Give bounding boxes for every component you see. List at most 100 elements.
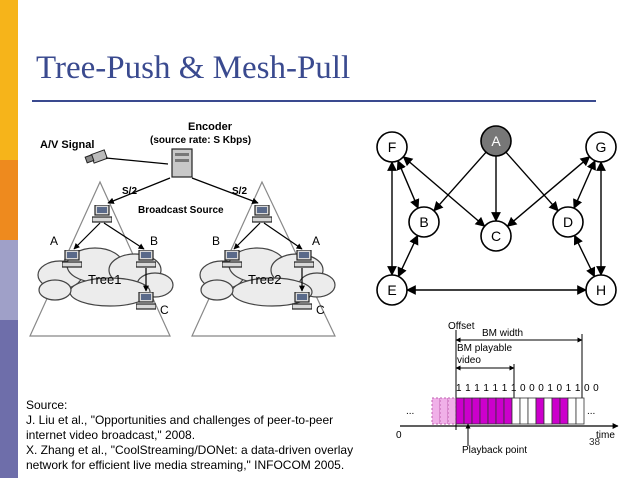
stream-arrow-right: [191, 177, 259, 204]
mesh-node-e: [376, 274, 408, 306]
mesh-node-g: [585, 131, 617, 163]
ellipsis-left: ...: [406, 406, 414, 417]
buffer-cell-filled: [479, 397, 489, 425]
tree2-name: Tree2: [248, 272, 281, 287]
mesh-node-label: C: [491, 228, 501, 244]
tree1-node-b-pc-icon: [136, 250, 156, 268]
mesh-node-label: H: [596, 282, 606, 298]
av-signal-label: A/V Signal: [40, 139, 94, 151]
tree1-root-pc-icon: [92, 205, 112, 223]
sidebar-segment: [0, 240, 18, 320]
mesh-node-a: [480, 125, 512, 157]
mesh-edges: [387, 151, 606, 295]
buffer-cell-empty: [527, 397, 537, 425]
mesh-node-c: [480, 220, 512, 252]
tree-push-diagram: Encoder (source rate: S Kbps) A/V Signal: [29, 121, 336, 337]
tree2-node-c-pc-icon: [292, 292, 312, 310]
slide-title: Tree-Push & Mesh-Pull: [36, 50, 351, 86]
buffered-cell: [439, 397, 449, 425]
tree1-right-label: B: [150, 234, 158, 248]
page-number: 38: [589, 437, 601, 448]
buffer-cell-filled: [559, 397, 569, 425]
time-zero-label: 0: [396, 430, 402, 441]
buffer-cells: [431, 397, 585, 425]
tree2-node-a-pc-icon: [294, 250, 314, 268]
buffer-cell-filled: [495, 397, 505, 425]
buffer-cell-filled: [535, 397, 545, 425]
buffered-cell: [431, 397, 441, 425]
mesh-edge-f-b: [396, 159, 420, 210]
source-line: Source:: [26, 398, 68, 412]
source-line: X. Zhang et al., "CoolStreaming/DONet: a…: [26, 443, 354, 457]
mesh-node-b: [408, 206, 440, 238]
buffer-map-diagram: Offset BM width BM playable video 1 1 1 …: [396, 321, 619, 456]
sidebar-decoration: [0, 0, 18, 478]
sidebar-segment: [0, 320, 18, 478]
mesh-edge-b-e: [397, 234, 419, 278]
title-underline: [32, 100, 596, 102]
buffer-cell-filled: [503, 397, 513, 425]
mesh-edge-f-c: [402, 156, 486, 227]
source-citations: Source: J. Liu et al., "Opportunities an…: [26, 398, 386, 473]
signal-link: [105, 157, 169, 165]
broadcast-source-label: Broadcast Source: [138, 205, 224, 216]
encoder-server-icon: [171, 148, 193, 178]
sidebar-segment: [0, 0, 18, 160]
tree1-cloud: [37, 247, 174, 307]
mesh-node-label: E: [387, 282, 396, 298]
tree1-name: Tree1: [88, 272, 121, 287]
source-line: J. Liu et al., "Opportunities and challe…: [26, 413, 334, 427]
buffer-cell-empty: [543, 397, 553, 425]
mesh-node-label: A: [491, 133, 501, 149]
mesh-node-h: [585, 274, 617, 306]
buffer-cell-empty: [511, 397, 521, 425]
playback-point-label: Playback point: [462, 445, 527, 456]
buffer-cell-empty: [519, 397, 529, 425]
bm-width-label: BM width: [482, 328, 523, 339]
tree1-left-label: A: [50, 234, 58, 248]
source-line: internet video broadcast," 2008.: [26, 428, 196, 442]
sidebar-segment: [0, 160, 18, 240]
tree1-bottom-label: C: [160, 303, 169, 317]
mesh-edge-d-h: [573, 234, 596, 278]
mesh-node-label: G: [596, 139, 607, 155]
mesh-node-label: D: [563, 214, 573, 230]
buffer-cell-empty: [567, 397, 577, 425]
bm-playable-label-1: BM playable: [457, 343, 512, 354]
mesh-edge-a-d: [505, 151, 559, 212]
time-axis-label: time: [596, 430, 615, 441]
tree2-cloud: [199, 247, 336, 307]
source-line: network for efficient live media streami…: [26, 458, 345, 472]
buffer-map-bits: 1 1 1 1 1 1 1 0 0 0 1 0 1 1 0 0: [456, 383, 599, 394]
rate-left-label: S/2: [122, 186, 137, 197]
tree2-node-b-pc-icon: [222, 250, 242, 268]
tree2-bottom-label: C: [316, 303, 325, 317]
buffer-cell-filled: [463, 397, 473, 425]
bm-playable-label-2: video: [457, 355, 481, 366]
encoder-rate-label: (source rate: S Kbps): [150, 135, 251, 146]
tree1-node-a-pc-icon: [62, 250, 82, 268]
mesh-node-d: [552, 206, 584, 238]
mesh-edge-g-c: [506, 156, 591, 227]
ellipsis-right: ...: [587, 406, 595, 417]
tree2-right-label: A: [312, 234, 320, 248]
buffer-cell-empty: [575, 397, 585, 425]
mesh-node-label: F: [388, 139, 397, 155]
rate-right-label: S/2: [232, 186, 247, 197]
stream-arrow-left: [107, 177, 171, 204]
buffer-cell-filled: [455, 397, 465, 425]
camera-icon: [84, 149, 108, 164]
buffer-cell-filled: [471, 397, 481, 425]
tree2-left-label: B: [212, 234, 220, 248]
buffer-cell-filled: [551, 397, 561, 425]
buffered-cell: [447, 397, 457, 425]
offset-label: Offset: [448, 321, 475, 332]
tree1-node-c-pc-icon: [136, 292, 156, 310]
mesh-node-f: [376, 131, 408, 163]
buffer-cell-filled: [487, 397, 497, 425]
tree2-root-pc-icon: [252, 205, 272, 223]
mesh-edge-a-b: [433, 151, 487, 212]
